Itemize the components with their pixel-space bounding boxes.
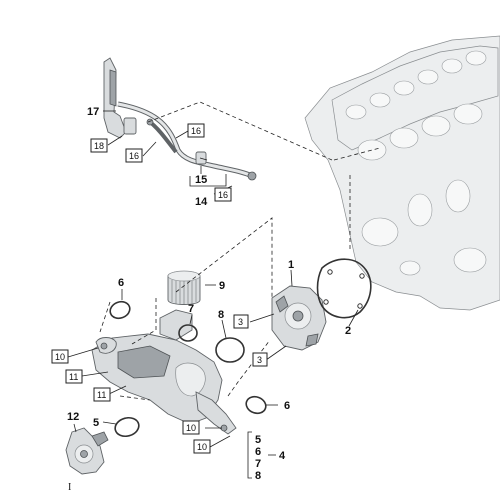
boxed-callouts: 18 16 16 16 3 3 10 11 xyxy=(51,123,268,454)
callout-5-left: 5 xyxy=(93,417,99,429)
box-18: 18 xyxy=(90,138,108,153)
box-11-left: 11 xyxy=(65,369,83,384)
box-11-left-label: 11 xyxy=(69,372,78,382)
box-10-middle-label: 10 xyxy=(186,423,196,433)
filter-cartridge xyxy=(167,270,201,305)
callout-17: 17 xyxy=(87,106,99,118)
box-10-left-label: 10 xyxy=(55,352,65,362)
callout-8-upper: 8 xyxy=(218,309,224,321)
coolant-pipe-assembly xyxy=(103,57,257,181)
box-16-bottom: 16 xyxy=(214,187,232,202)
box-16-left-label: 16 xyxy=(129,151,139,161)
callout-6-right: 6 xyxy=(284,400,290,412)
manifold-housing xyxy=(91,309,237,435)
callout-2: 2 xyxy=(345,325,351,337)
box-10-left: 10 xyxy=(51,349,69,364)
footer-mark: I xyxy=(68,482,71,493)
callout-15: 15 xyxy=(195,174,207,186)
callout-4: 4 xyxy=(279,450,286,462)
box-11-lower-label: 11 xyxy=(97,390,106,400)
box-16-bottom-label: 16 xyxy=(218,190,228,200)
callout-labels: 17 15 14 1 2 9 6 7 8 12 5 6 5 6 7 8 4 xyxy=(67,106,351,482)
box-3-lower: 3 xyxy=(252,352,268,367)
pump-gasket xyxy=(316,258,372,319)
box-16-top-label: 16 xyxy=(191,126,201,136)
auxiliary-pump xyxy=(65,427,109,475)
engine-block xyxy=(304,35,500,311)
box-16-top: 16 xyxy=(187,123,205,138)
callout-1: 1 xyxy=(288,259,294,271)
callout-9: 9 xyxy=(219,280,225,292)
box-3-upper-label: 3 xyxy=(238,317,243,327)
box-3-upper: 3 xyxy=(233,314,249,329)
box-16-left: 16 xyxy=(125,148,143,163)
callout-14: 14 xyxy=(195,196,208,208)
box-10-middle: 10 xyxy=(182,420,200,435)
box-10-lower: 10 xyxy=(193,439,211,454)
callout-5-group: 5 xyxy=(255,434,261,446)
callout-6-upper: 6 xyxy=(118,277,124,289)
leader-lines xyxy=(67,110,359,479)
callout-8-group: 8 xyxy=(255,470,261,482)
box-18-label: 18 xyxy=(94,141,104,151)
callout-7-group: 7 xyxy=(255,458,261,470)
water-pump xyxy=(271,285,327,351)
callout-7-upper: 7 xyxy=(188,303,194,315)
callout-12: 12 xyxy=(67,411,79,423)
box-11-lower: 11 xyxy=(93,387,111,402)
box-3-lower-label: 3 xyxy=(257,355,262,365)
seal-rings xyxy=(109,300,267,438)
callout-6-group: 6 xyxy=(255,446,261,458)
box-10-lower-label: 10 xyxy=(197,442,207,452)
